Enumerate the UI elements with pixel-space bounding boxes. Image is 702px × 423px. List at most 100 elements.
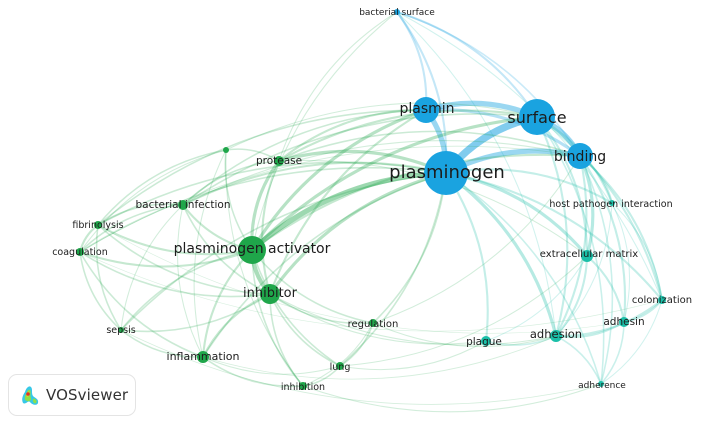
link bbox=[600, 299, 663, 385]
node-lung[interactable] bbox=[336, 362, 344, 370]
link bbox=[372, 322, 557, 348]
link bbox=[182, 160, 280, 206]
node-plasminogen[interactable] bbox=[424, 151, 468, 195]
label-regulation[interactable]: regulation bbox=[348, 319, 399, 330]
label-coagulation[interactable]: coagulation bbox=[52, 247, 108, 258]
link bbox=[120, 293, 271, 333]
vosviewer-logo-badge[interactable]: VOSviewer bbox=[8, 374, 136, 416]
link bbox=[554, 320, 626, 339]
link bbox=[250, 115, 539, 252]
link bbox=[193, 149, 227, 358]
node-plasminogen-activator[interactable] bbox=[238, 236, 266, 264]
link bbox=[585, 254, 626, 324]
link bbox=[97, 161, 447, 226]
label-plasminogen-activator[interactable]: plasminogen activator bbox=[174, 241, 331, 257]
link bbox=[536, 116, 605, 385]
node-inhibition[interactable] bbox=[299, 382, 307, 390]
node-bacterial-surface[interactable] bbox=[394, 9, 400, 15]
link bbox=[555, 335, 602, 385]
label-fibrinolysis[interactable]: fibrinolysis bbox=[72, 220, 123, 231]
label-inhibitor[interactable]: inhibitor bbox=[243, 286, 298, 301]
node-colonization[interactable] bbox=[658, 296, 666, 304]
label-bacterial-surface[interactable]: bacterial surface bbox=[359, 8, 435, 18]
node-adhesion[interactable] bbox=[550, 330, 562, 342]
link bbox=[182, 113, 538, 206]
link bbox=[120, 329, 602, 405]
label-binding[interactable]: binding bbox=[554, 149, 606, 165]
node-adhesin[interactable] bbox=[619, 317, 629, 327]
node-unlabeled-green[interactable] bbox=[223, 147, 229, 153]
link bbox=[202, 356, 304, 388]
link bbox=[261, 159, 281, 296]
link bbox=[339, 172, 447, 367]
link bbox=[579, 155, 614, 385]
link bbox=[181, 161, 448, 207]
link bbox=[554, 298, 664, 338]
link bbox=[95, 224, 122, 331]
link bbox=[97, 149, 227, 226]
node-host-pathogen-interaction[interactable] bbox=[609, 200, 615, 206]
label-plasminogen[interactable]: plasminogen bbox=[389, 162, 505, 183]
app-name: VOSviewer bbox=[46, 386, 129, 404]
node-regulation[interactable] bbox=[369, 319, 377, 327]
label-sepsis[interactable]: sepsis bbox=[106, 325, 135, 336]
node-binding[interactable] bbox=[567, 143, 593, 169]
node-plague[interactable] bbox=[481, 336, 491, 346]
node-sepsis[interactable] bbox=[118, 327, 124, 333]
label-host-pathogen-interaction[interactable]: host pathogen interaction bbox=[549, 199, 672, 210]
label-inflammation[interactable]: inflammation bbox=[167, 350, 240, 363]
link bbox=[120, 249, 253, 331]
link bbox=[444, 171, 664, 302]
link bbox=[302, 322, 374, 387]
label-lung[interactable]: lung bbox=[330, 362, 351, 373]
node-inhibitor[interactable] bbox=[260, 284, 280, 304]
node-extracellular-matrix[interactable] bbox=[581, 250, 593, 262]
link bbox=[485, 335, 557, 346]
link bbox=[554, 154, 588, 338]
node-fibrinolysis[interactable] bbox=[94, 221, 102, 229]
link bbox=[120, 204, 184, 331]
link bbox=[97, 109, 427, 226]
label-adhesion[interactable]: adhesion bbox=[530, 327, 582, 341]
link bbox=[578, 154, 627, 324]
link bbox=[182, 109, 427, 206]
label-plasmin[interactable]: plasmin bbox=[399, 101, 454, 117]
link bbox=[251, 249, 341, 367]
node-surface[interactable] bbox=[519, 99, 555, 135]
link bbox=[278, 130, 581, 162]
link bbox=[339, 340, 487, 371]
link bbox=[396, 11, 557, 337]
nodes-layer bbox=[76, 9, 666, 390]
node-plasmin[interactable] bbox=[413, 97, 439, 123]
link bbox=[225, 149, 304, 387]
node-protease[interactable] bbox=[274, 156, 284, 166]
label-surface[interactable]: surface bbox=[507, 108, 566, 127]
link bbox=[269, 293, 374, 325]
label-extracellular-matrix[interactable]: extracellular matrix bbox=[540, 249, 638, 260]
link bbox=[202, 356, 341, 375]
label-adhesin[interactable]: adhesin bbox=[603, 316, 644, 328]
link bbox=[278, 11, 398, 162]
link bbox=[268, 171, 448, 296]
labels-layer: bacterial surface plasmin surface binding pl… bbox=[52, 8, 692, 393]
link bbox=[79, 166, 447, 253]
link bbox=[120, 172, 447, 331]
link bbox=[269, 293, 304, 387]
label-colonization[interactable]: colonization bbox=[632, 295, 692, 306]
label-plague[interactable]: plague bbox=[466, 336, 502, 348]
label-protease[interactable]: protease bbox=[256, 155, 302, 167]
label-adherence[interactable]: adherence bbox=[578, 381, 626, 391]
label-bacterial-infection[interactable]: bacterial infection bbox=[136, 199, 231, 211]
node-inflammation[interactable] bbox=[197, 351, 209, 363]
node-bacterial-infection[interactable] bbox=[178, 200, 188, 210]
link bbox=[202, 335, 557, 380]
link bbox=[96, 223, 254, 256]
link bbox=[444, 171, 489, 343]
node-coagulation[interactable] bbox=[76, 248, 84, 256]
link bbox=[182, 140, 581, 206]
node-adherence[interactable] bbox=[598, 381, 604, 387]
link bbox=[445, 172, 602, 385]
label-inhibition[interactable]: inhibition bbox=[281, 382, 325, 393]
link bbox=[535, 115, 664, 302]
